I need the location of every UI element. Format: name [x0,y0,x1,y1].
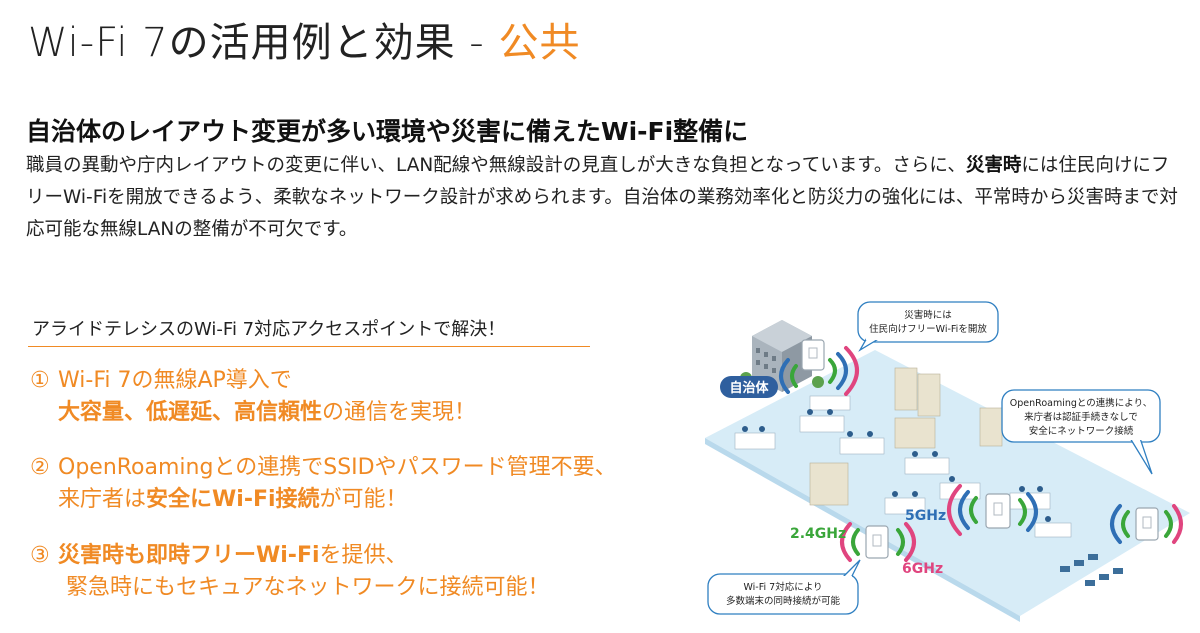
wifi-signal-icon [840,522,916,562]
intro-bold: 災害時 [965,155,1022,176]
shelves [809,367,1003,506]
office-network-illustration: 自治体 [705,301,1190,622]
wifi-signal-icon [1110,504,1183,544]
callout-right: OpenRoamingとの連携により、 来庁者は認証手続きなしで 安全にネットワ… [1001,389,1161,475]
page-title: Wi-Fi 7の活用例と効果 - 公共 [28,10,580,68]
wifi-signal-icon [779,346,859,396]
callout-bottom: Wi-Fi 7対応により 多数端末の同時接続が可能 [707,559,861,615]
floor-edge [705,438,1020,622]
callout-right-line-3: 安全にネットワーク接続 [1029,425,1134,437]
access-point-icon [801,339,825,371]
solution-label: アライドテレシスのWi-Fi 7対応アクセスポイントで解決！ [32,319,506,340]
point-1: ① Wi-Fi 7の無線AP導入で 大容量、低遅延、高信頼性の通信を実現！ [30,365,476,429]
band-label-6ghz: 6GHz [902,561,943,577]
point-1-bold: 大容量、低遅延、高信頼性 [58,400,323,425]
people [742,409,1051,522]
point-2-rest: が可能！ [319,487,408,512]
point-1-number: ① [30,368,50,393]
point-3-number: ③ [30,543,50,568]
point-2-number: ② [30,455,50,480]
callout-bottom-line-2: 多数端末の同時接続が可能 [726,595,841,607]
callout-bottom-line-1: Wi-Fi 7対応により [743,581,822,593]
building-label: 自治体 [729,380,769,396]
callout-top-line-1: 災害時には [904,309,952,321]
point-2-pre: 来庁者は [58,487,147,512]
band-label-5ghz: 5GHz [905,508,946,524]
wifi-signal-icon [947,484,1038,536]
point-2-bold: 安全にWi-Fi接続 [146,487,320,512]
point-3-line2: 緊急時にもセキュアなネットワークに接続可能！ [66,575,550,600]
access-point-icon [1135,507,1159,541]
point-1-rest: の通信を実現！ [322,400,477,425]
callout-right-line-2: 来庁者は認証手続きなしで [1024,411,1138,423]
title-accent: 公共 [498,20,581,66]
point-2-line1: OpenRoamingとの連携でSSIDやパスワード管理不要、 [58,455,617,480]
title-main: Wi-Fi 7の活用例と効果 - [28,20,499,66]
access-point-icon [985,493,1011,529]
callout-right-line-1: OpenRoamingとの連携により、 [1010,397,1152,409]
callout-top-line-2: 住民向けフリーWi-Fiを開放 [869,323,987,335]
intro-text-2: には住民向けにフリーWi-Fiを開放できるよう、柔軟なネットワーク設計が求められ… [26,155,1178,240]
point-3-rest: を提供、 [319,543,408,568]
callout-top: 災害時には 住民向けフリーWi-Fiを開放 [857,301,999,352]
band-label-2.4ghz: 2.4GHz [790,526,846,542]
access-point-icon [865,525,889,559]
point-3-bold: 災害時も即時フリーWi-Fi [58,543,320,568]
point-1-line1: Wi-Fi 7の無線AP導入で [58,368,292,393]
desk-clusters [734,395,1072,538]
section-heading: 自治体のレイアウト変更が多い環境や災害に備えたWi-Fi整備に [26,117,749,146]
building-label-badge [720,376,778,398]
solution-divider [28,346,590,347]
intro-paragraph: 職員の異動や庁内レイアウトの変更に伴い、LAN配線や無線設計の見直しが大きな負担… [26,150,1186,246]
waiting-chairs [1060,554,1123,586]
point-2: ② OpenRoamingとの連携でSSIDやパスワード管理不要、 来庁者は安全に… [30,452,617,516]
point-3: ③ 災害時も即時フリーWi-Fiを提供、 緊急時にもセキュアなネットワークに接続可… [30,540,550,604]
intro-text-1: 職員の異動や庁内レイアウトの変更に伴い、LAN配線や無線設計の見直しが大きな負担… [26,155,966,176]
